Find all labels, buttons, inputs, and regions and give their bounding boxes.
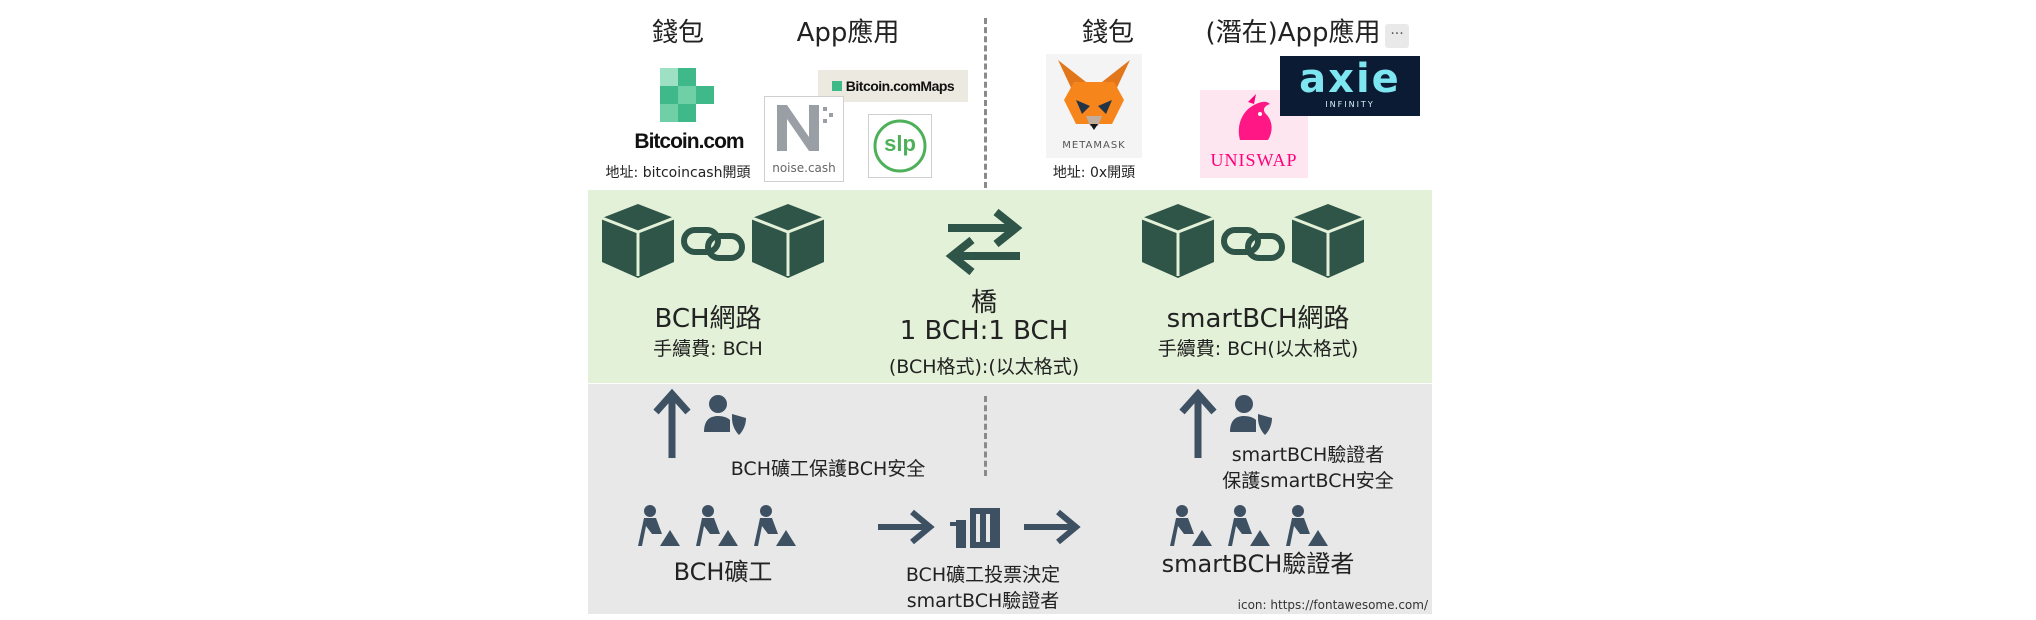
axie-infinity-logo: axie INFINITY: [1280, 56, 1420, 116]
bridge-label: 橋: [970, 288, 997, 318]
user-shield-left-icon: [704, 395, 746, 435]
noise-cash-n-icon: [777, 105, 833, 151]
vote-flow-icon: [878, 508, 1081, 548]
bch-blockchain-icon: [601, 204, 825, 278]
noise-cash-logo: noise.cash: [764, 96, 844, 182]
divider-bottom: [984, 396, 987, 476]
axie-sub-label: INFINITY: [1325, 100, 1375, 109]
user-shield-right-icon: [1230, 395, 1272, 435]
bitcoin-com-wordmark: Bitcoin.com: [634, 130, 744, 153]
bch-network-label: BCH網路: [654, 304, 762, 334]
address-right: 地址: 0x開頭: [1052, 165, 1136, 181]
ballot-icon: [950, 508, 1000, 548]
app-left-header: App應用: [796, 18, 900, 48]
bitcoin-com-maps-label: Bitcoin.comMaps: [845, 78, 955, 94]
smartbch-validators-label: smartBCH驗證者: [1161, 550, 1355, 578]
diagram-slide: 錢包 App應用 錢包 (潛在)App應用 ··· Bitcoin.com 地址…: [588, 0, 1432, 620]
bitcoin-com-logo: Bitcoin.com: [624, 66, 754, 160]
up-arrow-left-icon: [653, 388, 691, 458]
slp-logo: slp: [868, 114, 932, 178]
metamask-logo: METAMASK: [1046, 54, 1142, 158]
smartbch-validators-icon: [1170, 505, 1328, 546]
bch-miners-label: BCH礦工: [673, 558, 773, 586]
up-arrow-right-icon: [1179, 388, 1217, 458]
address-left: 地址: bitcoincash開頭: [605, 165, 751, 181]
uniswap-label: UNISWAP: [1210, 150, 1298, 170]
uniswap-unicorn-icon: [1238, 94, 1272, 140]
icon-credit: icon: https://fontawesome.com/: [1237, 598, 1428, 612]
smart-validators-line2: 保護smartBCH安全: [1222, 470, 1394, 492]
slp-circle-icon: [873, 119, 927, 173]
slp-label: slp: [884, 131, 916, 156]
smartbch-network-label: smartBCH網路: [1166, 304, 1350, 334]
axie-label: axie: [1299, 56, 1401, 102]
exchange-arrows-icon: [945, 208, 1023, 276]
vote-label-line1: BCH礦工投票決定: [905, 564, 1061, 586]
smart-validators-line1: smartBCH驗證者: [1231, 444, 1385, 466]
bridge-ratio: 1 BCH:1 BCH: [899, 316, 1069, 346]
app-right-header: (潛在)App應用: [1205, 18, 1381, 48]
noise-cash-label: noise.cash: [772, 161, 836, 175]
smartbch-fee-label: 手續費: BCH(以太格式): [1157, 338, 1359, 360]
vote-label-line2: smartBCH驗證者: [906, 590, 1060, 612]
wallet-left-header: 錢包: [651, 18, 704, 48]
wallet-right-header: 錢包: [1081, 18, 1134, 48]
metamask-fox-icon: [1058, 60, 1130, 130]
smartbch-blockchain-icon: [1141, 204, 1365, 278]
bitcoin-com-grid-icon: [660, 68, 714, 122]
more-icon[interactable]: ···: [1385, 24, 1409, 48]
metamask-label: METAMASK: [1062, 140, 1126, 151]
divider-top: [984, 18, 987, 188]
bch-miners-icon: [638, 505, 796, 546]
bitcoin-com-maps-icon: [831, 81, 842, 91]
bch-fee-label: 手續費: BCH: [653, 338, 763, 360]
bch-miners-protect-label: BCH礦工保護BCH安全: [730, 458, 926, 480]
bridge-format: (BCH格式):(以太格式): [888, 356, 1080, 378]
